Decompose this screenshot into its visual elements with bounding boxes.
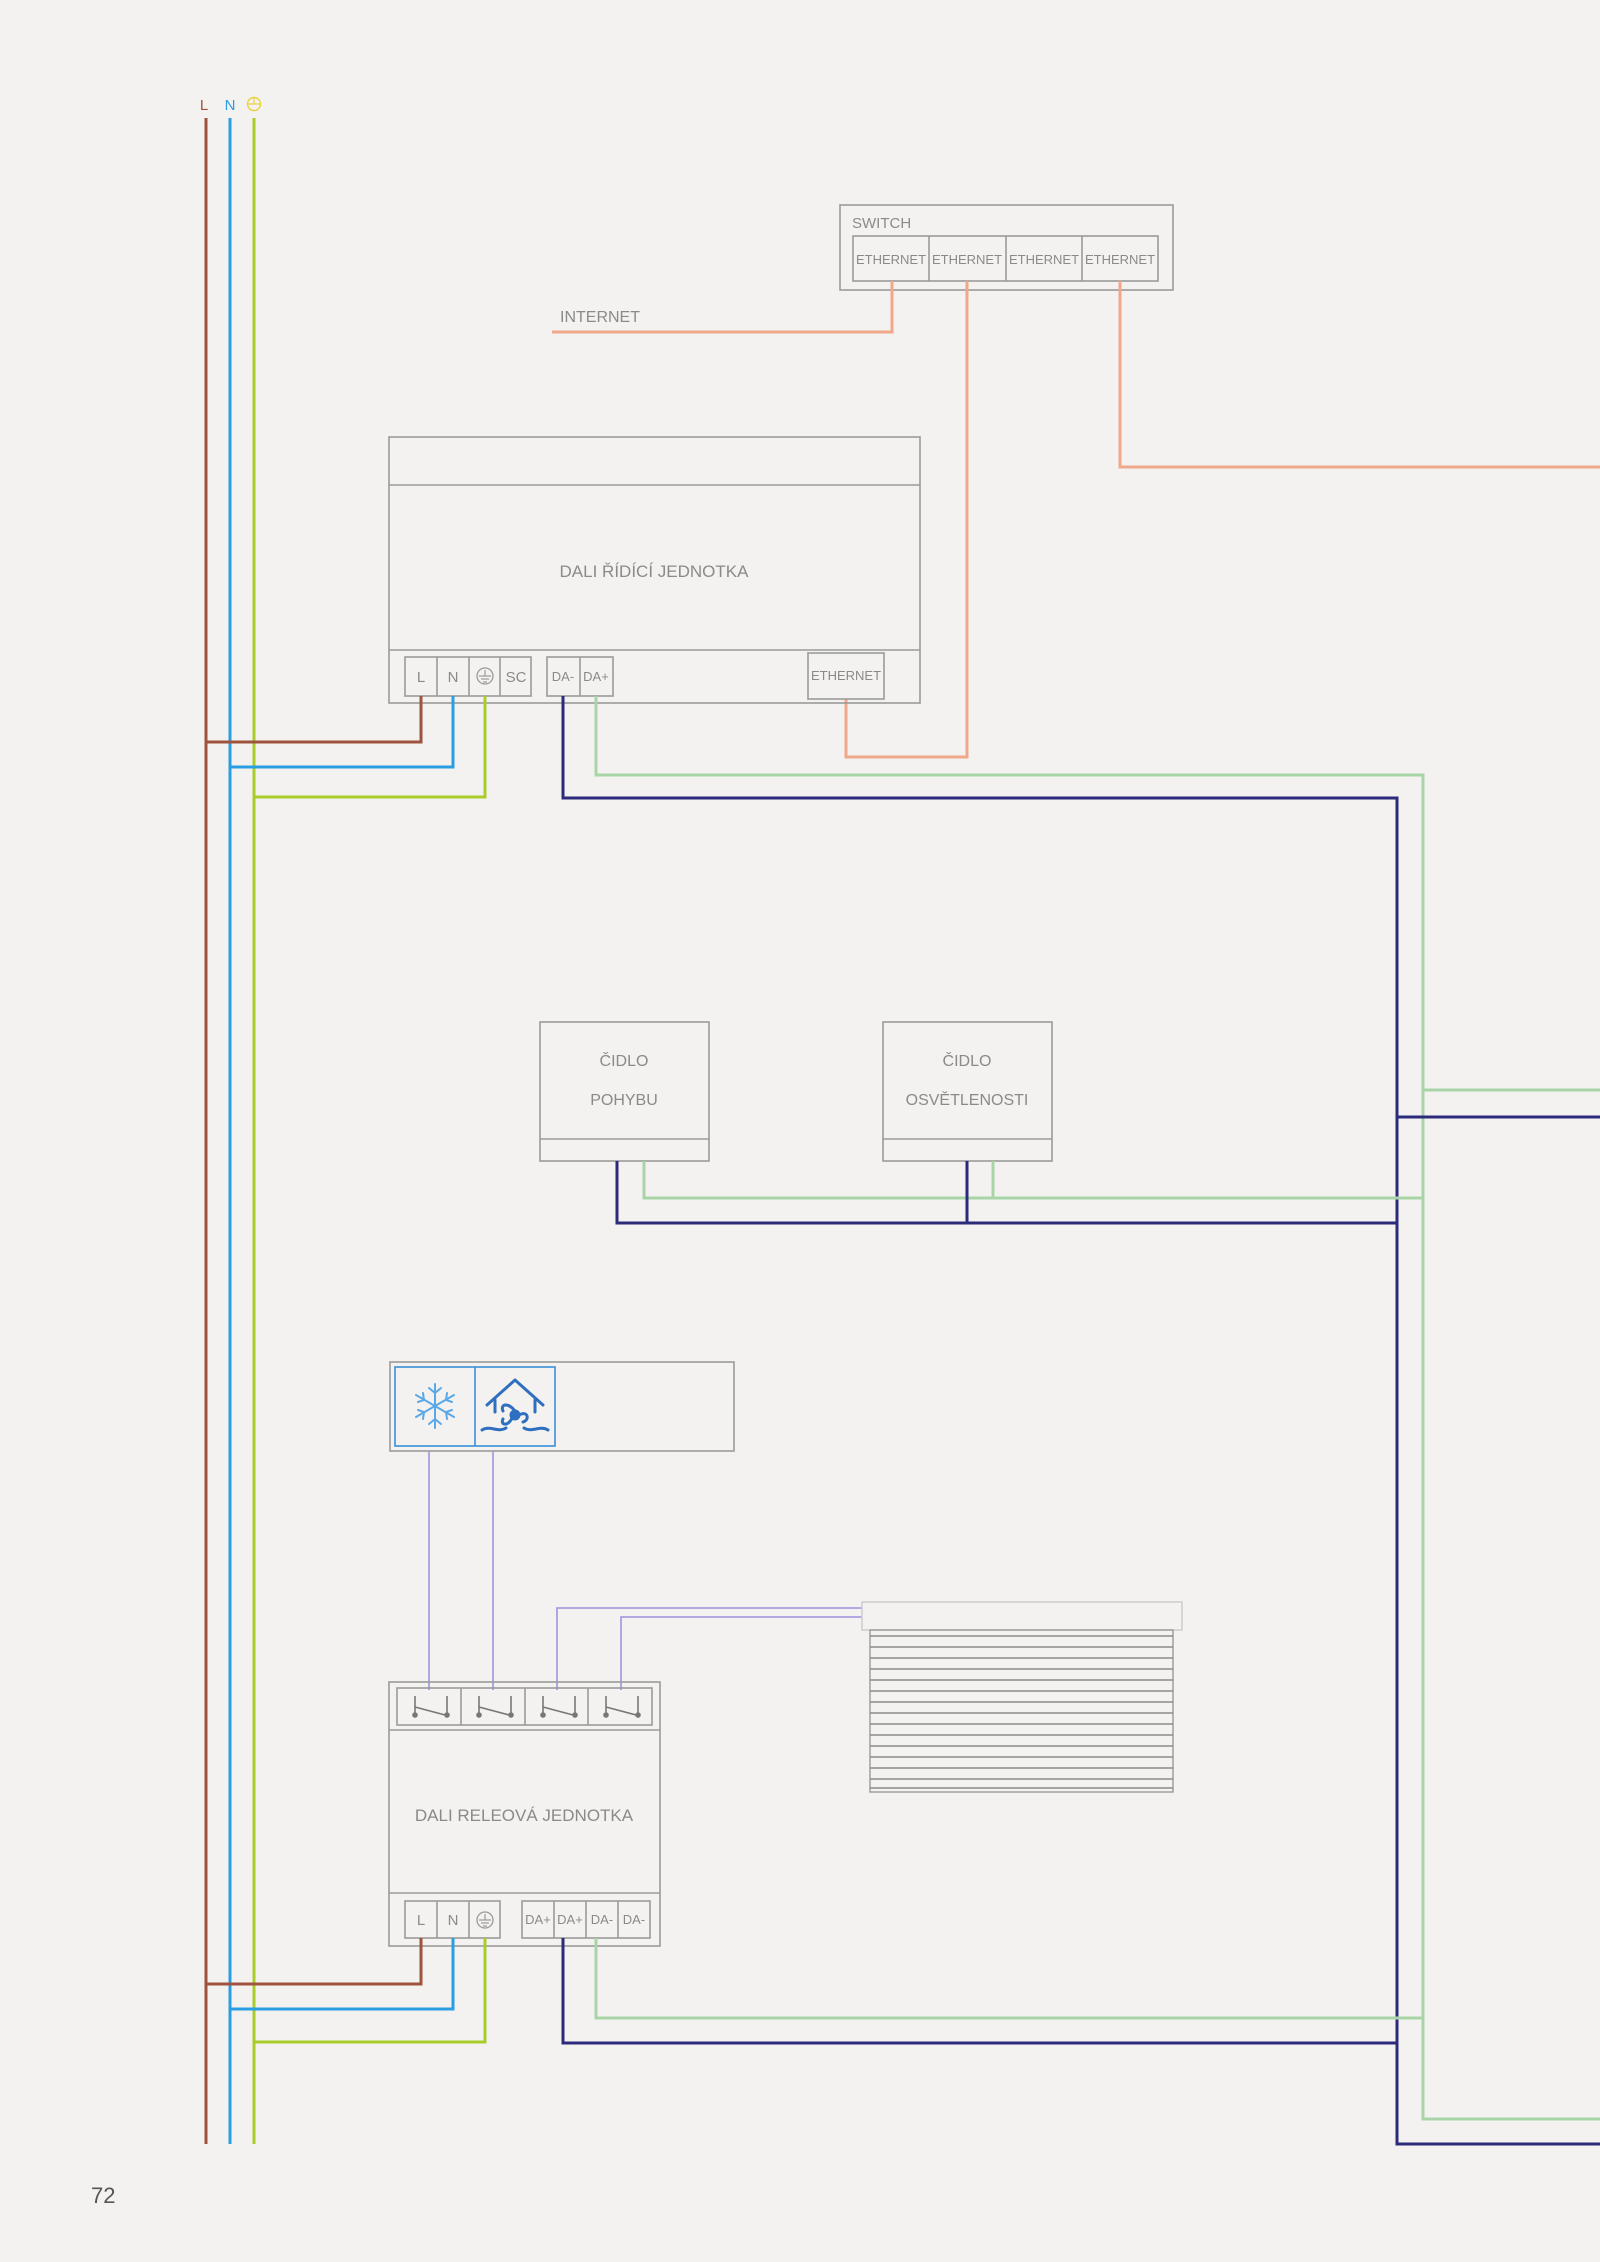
switch-port-4: ETHERNET xyxy=(1085,252,1155,267)
light-sensor-line1: ČIDLO xyxy=(943,1051,992,1070)
blinds-relay-wire-2 xyxy=(620,1616,862,1690)
ethernet-cable-controller xyxy=(844,281,969,759)
supply-label-live: L xyxy=(200,97,208,114)
relay-terminal-da-plus-2: DA+ xyxy=(557,1912,583,1927)
relay-unit-title: DALI RELEOVÁ JEDNOTKA xyxy=(415,1806,634,1825)
earth-terminal-icon xyxy=(476,1911,494,1929)
relay-earth-wire xyxy=(254,1938,487,2044)
dali-bus-minus xyxy=(561,696,1600,2146)
switch-title: SWITCH xyxy=(852,215,911,232)
controller-terminal-l: L xyxy=(417,669,425,686)
motion-sensor: ČIDLO POHYBU xyxy=(539,1021,710,1162)
relay-dali-plus xyxy=(594,1938,1423,2020)
sensors-dali-plus xyxy=(642,1161,1423,1200)
controller-terminal-da-plus: DA+ xyxy=(583,669,609,684)
light-sensor-line2: OSVĚTLENOSTI xyxy=(906,1090,1029,1109)
dali-controller: DALI ŘÍDÍCÍ JEDNOTKA L N SC DA- DA+ ETHE… xyxy=(388,436,921,704)
sensors-dali-minus xyxy=(615,1161,1397,1225)
relay-contact-icon xyxy=(603,1696,641,1718)
internet-label: INTERNET xyxy=(560,309,640,326)
relay-terminal-da-plus-1: DA+ xyxy=(525,1912,551,1927)
earth-symbol-icon xyxy=(246,96,262,112)
dali-bus-plus xyxy=(594,696,1600,2121)
dali-relay-unit: DALI RELEOVÁ JEDNOTKA L N xyxy=(388,1681,661,1947)
earth-terminal-icon xyxy=(476,667,494,685)
switch-port-3: ETHERNET xyxy=(1009,252,1079,267)
controller-terminal-sc: SC xyxy=(506,669,527,686)
relay-terminal-n: N xyxy=(448,1912,459,1929)
internet-cable xyxy=(552,281,894,334)
controller-terminal-da-minus: DA- xyxy=(552,669,574,684)
relay-live-wire xyxy=(206,1938,423,1986)
window-blinds-icon xyxy=(861,1601,1183,1793)
controller-earth-wire xyxy=(254,696,487,799)
hvac-panel xyxy=(389,1361,735,1452)
blinds-relay-wire-1 xyxy=(556,1607,862,1690)
relay-dali-minus xyxy=(561,1938,1397,2045)
controller-live-wire xyxy=(206,696,423,744)
controller-neutral-wire xyxy=(230,696,455,769)
controller-ethernet-port: ETHERNET xyxy=(811,668,881,683)
dali-controller-title: DALI ŘÍDÍCÍ JEDNOTKA xyxy=(560,562,750,581)
page-number: 72 xyxy=(91,2183,116,2208)
snowflake-icon xyxy=(415,1383,455,1429)
relay-neutral-wire xyxy=(230,1938,455,2011)
network-switch: SWITCH ETHERNET ETHERNET ETHERNET ETHERN… xyxy=(839,204,1174,291)
house-ventilation-icon xyxy=(480,1378,550,1432)
relay-terminal-l: L xyxy=(417,1912,425,1929)
light-sensor: ČIDLO OSVĚTLENOSTI xyxy=(882,1021,1053,1162)
motion-sensor-line2: POHYBU xyxy=(590,1092,658,1109)
ethernet-cable-offpage xyxy=(1118,281,1600,469)
relay-terminal-da-minus-2: DA- xyxy=(623,1912,645,1927)
supply-label-neutral: N xyxy=(225,97,236,114)
motion-sensor-line1: ČIDLO xyxy=(600,1051,649,1070)
relay-terminal-da-minus-1: DA- xyxy=(591,1912,613,1927)
relay-contact-icon xyxy=(412,1696,450,1718)
controller-terminal-n: N xyxy=(448,669,459,686)
relay-contact-icon xyxy=(540,1696,578,1718)
relay-contact-icon xyxy=(476,1696,514,1718)
switch-port-1: ETHERNET xyxy=(856,252,926,267)
switch-port-2: ETHERNET xyxy=(932,252,1002,267)
